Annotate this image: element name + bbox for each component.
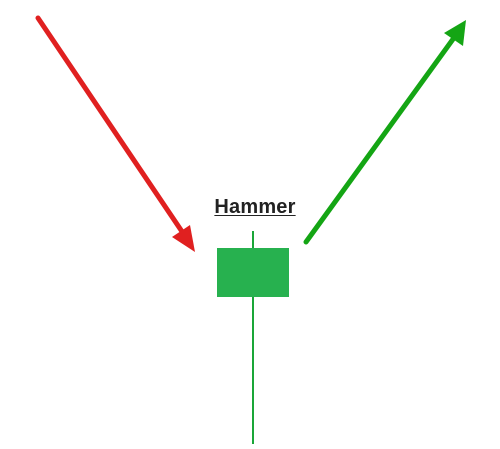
hammer-candlestick-icon	[217, 231, 289, 444]
downtrend-arrow-icon	[35, 15, 195, 252]
candle-body	[217, 248, 289, 297]
uptrend-arrow-head	[444, 20, 466, 46]
downtrend-arrow-shaft	[35, 15, 188, 239]
pattern-label: Hammer	[214, 196, 296, 218]
uptrend-arrow-shaft	[303, 32, 459, 245]
uptrend-arrow-icon	[303, 20, 466, 245]
downtrend-arrow-head	[172, 225, 195, 252]
